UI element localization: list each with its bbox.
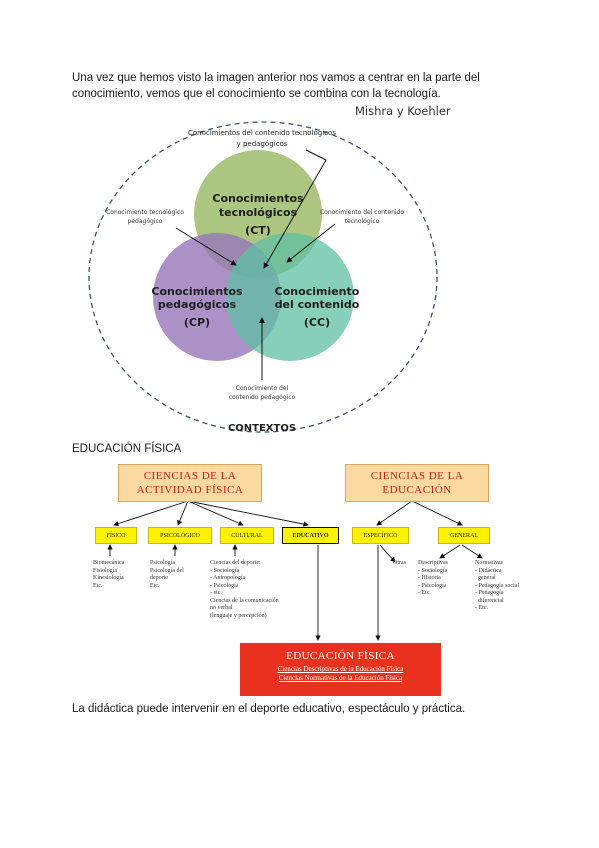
box-ciencias-educacion: CIENCIAS DE LA EDUCACIÓN bbox=[345, 464, 489, 502]
box-actividad-line2: ACTIVIDAD FÍSICA bbox=[136, 484, 244, 496]
ef-title: EDUCACIÓN FÍSICA bbox=[286, 650, 395, 662]
box-educacion-line2: EDUCACIÓN bbox=[382, 484, 452, 496]
cc-label-line3: (CC) bbox=[304, 316, 330, 329]
label-bottom-line1: Conocimiento del bbox=[236, 385, 289, 392]
ct-label-line1: Conocimientos bbox=[212, 192, 304, 205]
note-general-normativas: Normativas - Didáctica general - Pedagog… bbox=[475, 560, 519, 611]
ef-line-normativas: Ciencias Normativas de la Educación Físi… bbox=[278, 674, 403, 682]
box-cultural: CULTURAL bbox=[220, 527, 274, 544]
note-general-descriptivas: Descriptivas - Sociología - Historia - P… bbox=[418, 560, 448, 596]
cp-label-line1: Conocimientos bbox=[151, 285, 243, 298]
cc-label-line2: del contenido bbox=[275, 298, 360, 311]
box-ciencias-actividad-fisica: CIENCIAS DE LA ACTIVIDAD FÍSICA bbox=[118, 464, 262, 502]
label-right-line1: Conocimiento del contenido bbox=[320, 209, 404, 216]
ct-label-line2: tecnológicos bbox=[219, 206, 298, 219]
section-heading: EDUCACIÓN FÍSICA bbox=[72, 443, 182, 455]
box-educacion-line1: CIENCIAS DE LA bbox=[370, 470, 464, 482]
cc-label-line1: Conocimiento bbox=[275, 285, 360, 298]
cp-label-line2: pedagógicos bbox=[158, 298, 237, 311]
box-psicologico: PSICOLÓGICO bbox=[148, 527, 212, 544]
diagram-connectors bbox=[107, 500, 483, 641]
contextos-label: CONTEXTOS bbox=[228, 423, 296, 434]
box-general: GENERAL bbox=[438, 527, 490, 544]
box-educativo: EDUCATIVO bbox=[282, 527, 339, 544]
label-bottom-line2: contenido pedagógico bbox=[229, 394, 296, 401]
arrow-right bbox=[286, 223, 336, 263]
ef-line-descriptivas: Ciencias Descriptivas de la Educación Fí… bbox=[277, 665, 404, 673]
note-psicologico: Psicología Psicología del deporte Etc. bbox=[150, 560, 184, 589]
label-top-line2: y pedagógicos bbox=[237, 140, 288, 148]
authors-caption: Mishra y Koehler bbox=[355, 104, 451, 118]
venn-circle-cc bbox=[226, 233, 354, 361]
note-especifico: Otras bbox=[393, 560, 406, 566]
cp-label-line3: (CP) bbox=[184, 316, 210, 329]
contexts-dashed-ellipse bbox=[88, 121, 438, 433]
note-cultural: Ciencias del deporte: - Sociología - Ant… bbox=[210, 560, 279, 619]
box-especifico: ESPECÍFICO bbox=[352, 527, 409, 544]
ct-label-line3: (CT) bbox=[245, 224, 271, 237]
arrow-left bbox=[175, 227, 237, 266]
label-right-line2: tecnológico bbox=[345, 218, 380, 225]
intro-paragraph: Una vez que hemos visto la imagen anteri… bbox=[72, 72, 480, 100]
box-actividad-line1: CIENCIAS DE LA bbox=[143, 470, 237, 482]
label-left-line2: pedagógico bbox=[128, 218, 163, 225]
box-fisico: FÍSICO bbox=[95, 527, 137, 544]
arrow-top bbox=[263, 149, 327, 269]
note-fisico: Biomecánica Fisiología Kinesiología Etc. bbox=[93, 560, 125, 589]
closing-paragraph: La didáctica puede intervenir en el depo… bbox=[72, 703, 466, 715]
label-left-line1: Conocimiento tecnológico bbox=[106, 209, 184, 216]
label-top-line1: Conocimientos del contenido tecnológicos bbox=[188, 129, 336, 137]
box-educacion-fisica: EDUCACIÓN FÍSICA Ciencias Descriptivas d… bbox=[240, 643, 441, 696]
